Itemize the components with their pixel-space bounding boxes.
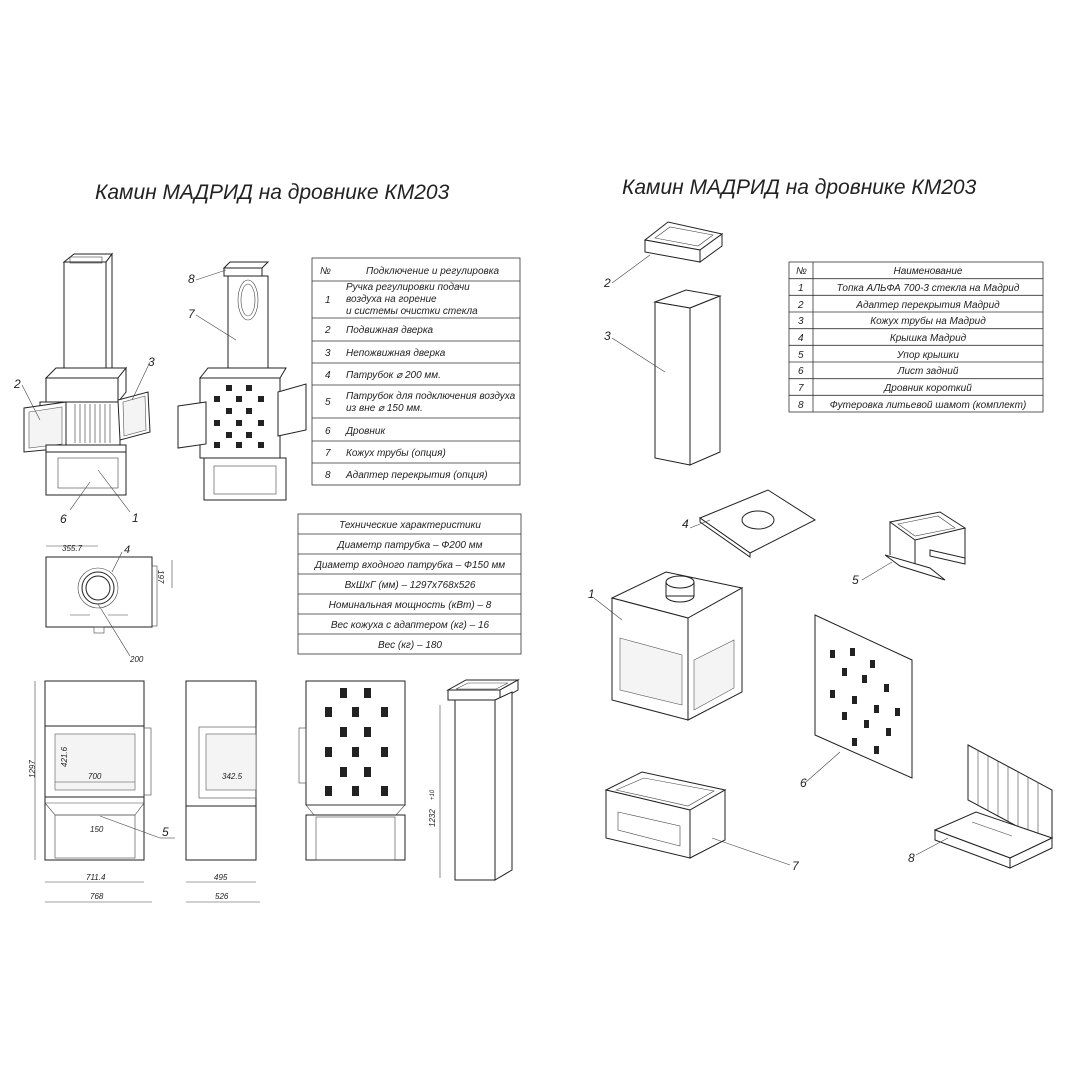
dim-outer-d: 526 xyxy=(215,892,229,901)
callout-7: 7 xyxy=(792,859,800,873)
row-text: Ручка регулировки подачи xyxy=(346,282,470,293)
callout-3: 3 xyxy=(148,355,155,369)
row-no: 6 xyxy=(798,366,804,377)
row-no: 5 xyxy=(325,397,331,408)
iso-callouts: 2 3 6 1 xyxy=(13,355,155,526)
dim-air-pos: 150 xyxy=(90,825,104,834)
row-no: 4 xyxy=(325,370,331,381)
dim-inner-w: 711.4 xyxy=(86,873,106,882)
pipe-cover-view: 1232 +10 xyxy=(428,679,520,881)
row-text: Подвижная дверка xyxy=(346,325,434,336)
row-text: Адаптер перекрытия (опция) xyxy=(345,470,488,481)
part-8-lining: 8 xyxy=(908,744,1054,869)
dim-outer-w: 768 xyxy=(90,892,104,901)
right-title: Камин МАДРИД на дровнике КМ203 xyxy=(622,176,977,199)
part-6-back-sheet: 6 xyxy=(800,614,913,790)
callout-7: 7 xyxy=(188,307,196,321)
dim-glass-h: 421.6 xyxy=(60,746,69,767)
tech-row: Вес (кг) – 180 xyxy=(378,640,442,651)
row-name: Упор крышки xyxy=(896,350,959,361)
row-no: 8 xyxy=(798,400,804,411)
header-no: № xyxy=(320,266,331,277)
part-4-lid: 4 xyxy=(682,489,817,558)
callout-5: 5 xyxy=(852,573,859,587)
connection-table: № Подключение и регулировка 1 Ручка регу… xyxy=(311,257,521,486)
row-no: 6 xyxy=(325,426,331,437)
tech-header: Технические характеристики xyxy=(339,520,481,531)
front-view: 1297 421.6 700 150 5 711.4 768 xyxy=(28,680,175,903)
callout-6: 6 xyxy=(800,776,807,790)
callout-8: 8 xyxy=(188,272,195,286)
callout-6: 6 xyxy=(60,512,67,526)
row-name: Кожух трубы на Мадрид xyxy=(870,315,986,327)
row-text: Патрубок ⌀ 200 мм. xyxy=(346,369,441,381)
dim-top-width: 355.7 xyxy=(62,544,83,553)
dim-flue-dia: 200 xyxy=(129,655,144,664)
dim-glass-w: 700 xyxy=(88,772,102,781)
row-no: 2 xyxy=(324,325,331,336)
tech-row: Номинальная мощность (кВт) – 8 xyxy=(329,600,492,611)
callout-2: 2 xyxy=(13,377,21,391)
callout-4: 4 xyxy=(124,544,130,556)
part-2-adapter: 2 xyxy=(603,221,724,290)
tech-row: Вес кожуха с адаптером (кг) – 16 xyxy=(331,620,490,631)
tech-row: ВхШхГ (мм) – 1297х768х526 xyxy=(345,580,476,591)
row-text: Непожвижная дверка xyxy=(346,348,446,359)
callout-4: 4 xyxy=(682,517,689,531)
part-5-lid-support: 5 xyxy=(852,511,967,587)
callout-5: 5 xyxy=(162,825,169,839)
header-no: № xyxy=(796,266,807,277)
iso-fireplace-back: 8 7 xyxy=(177,261,307,501)
part-1-firebox: 1 xyxy=(588,571,744,721)
dim-pipe-h: 1232 xyxy=(428,809,437,827)
dim-side-glass: 342.5 xyxy=(222,772,243,781)
row-text: из вне ⌀ 150 мм. xyxy=(346,403,423,414)
row-no: 3 xyxy=(798,316,804,327)
dim-height: 1297 xyxy=(28,760,37,778)
row-text: Дровник xyxy=(345,426,386,437)
row-text: воздуха на горение xyxy=(346,294,437,305)
row-name: Дровник короткий xyxy=(883,383,972,394)
part-3-pipe-cover: 3 xyxy=(604,289,722,466)
top-view: 355.7 197 200 4 xyxy=(45,544,173,664)
row-text: и системы очистки стекла xyxy=(346,306,478,317)
dim-inner-d: 495 xyxy=(214,873,228,882)
callout-3: 3 xyxy=(604,329,611,343)
row-no: 2 xyxy=(797,300,804,311)
row-text: Патрубок для подключения воздуха xyxy=(346,390,516,402)
parts-table: № Наименование 1 Топка АЛЬФА 700-3 стекл… xyxy=(788,261,1044,413)
callout-8: 8 xyxy=(908,851,915,865)
tech-specs-table: Технические характеристики Диаметр патру… xyxy=(297,513,522,655)
row-no: 7 xyxy=(325,448,331,459)
row-no: 8 xyxy=(325,470,331,481)
callout-1: 1 xyxy=(132,511,139,525)
row-no: 5 xyxy=(798,350,804,361)
back-view xyxy=(298,680,406,861)
row-no: 1 xyxy=(325,295,331,306)
row-text: Кожух трубы (опция) xyxy=(346,447,446,459)
header-name: Подключение и регулировка xyxy=(366,266,499,277)
tech-row: Диаметр входного патрубка – Ф150 мм xyxy=(314,559,505,571)
dim-pipe-tol: +10 xyxy=(430,789,436,800)
row-name: Топка АЛЬФА 700-3 стекла на Мадрид xyxy=(837,283,1020,294)
part-7-woodstore: 7 xyxy=(604,771,800,873)
row-name: Футеровка литьевой шамот (комплект) xyxy=(830,400,1027,411)
side-view: 495 526 342.5 xyxy=(185,680,260,903)
dim-top-depth: 197 xyxy=(156,570,165,584)
row-name: Лист задний xyxy=(897,366,959,377)
header-name: Наименование xyxy=(893,266,962,277)
iso-fireplace-front xyxy=(23,252,151,496)
row-no: 1 xyxy=(798,283,804,294)
row-name: Крышка Мадрид xyxy=(890,333,967,344)
callout-2: 2 xyxy=(603,276,611,290)
row-no: 4 xyxy=(798,333,804,344)
row-no: 7 xyxy=(798,383,804,394)
row-no: 3 xyxy=(325,348,331,359)
callout-1: 1 xyxy=(588,587,595,601)
row-name: Адаптер перекрытия Мадрид xyxy=(855,300,1000,311)
tech-row: Диаметр патрубка – Ф200 мм xyxy=(337,539,483,551)
left-title: Камин МАДРИД на дровнике КМ203 xyxy=(95,181,450,204)
